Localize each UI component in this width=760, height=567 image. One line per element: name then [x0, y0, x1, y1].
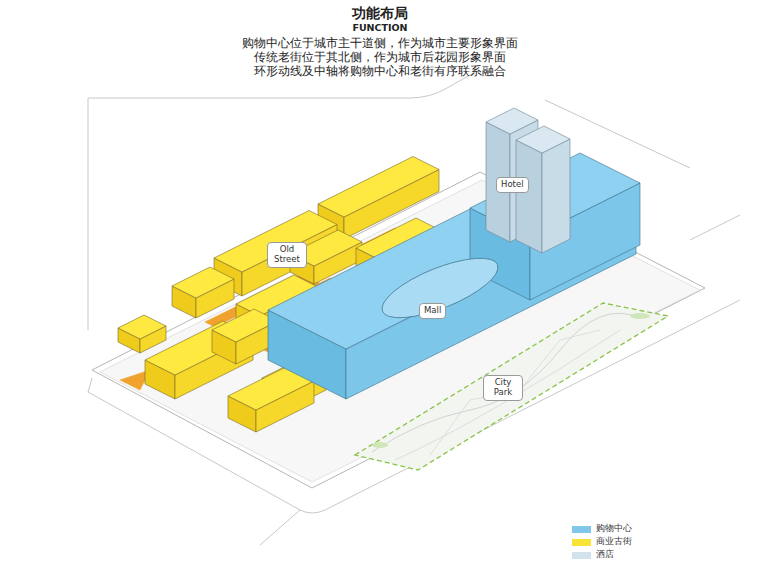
city-park [355, 303, 668, 470]
legend-text: 购物中心 [596, 523, 632, 535]
legend-row: 酒店 [572, 549, 614, 561]
description-line: 传统老街位于其北侧，作为城市后花园形象界面 [254, 50, 506, 65]
label-tag: City Park [483, 375, 523, 401]
tag-text: Hotel [501, 180, 524, 190]
tag-text: City Park [488, 378, 518, 398]
site-ground [100, 180, 700, 482]
building-blocks [118, 108, 640, 432]
legend-row: 商业古街 [572, 536, 632, 548]
description-line: 环形动线及中轴将购物中心和老街有序联系融合 [254, 64, 506, 79]
building-roof [516, 126, 570, 153]
tag-text: Mall [424, 306, 441, 316]
label-tag: Hotel [496, 177, 529, 193]
building-roof [486, 108, 538, 134]
legend-text: 酒店 [596, 549, 614, 561]
legend-row: 购物中心 [572, 523, 632, 535]
subtitle: FUNCTION [352, 22, 407, 33]
building-roof [118, 315, 166, 339]
legend-swatch [572, 526, 591, 533]
title: 功能布局 [352, 5, 408, 23]
legend-text: 商业古街 [596, 536, 632, 548]
description-line: 购物中心位于城市主干道侧，作为城市主要形象界面 [242, 36, 518, 51]
building-roof [318, 157, 439, 218]
roof-ring [375, 246, 505, 330]
road-lines [88, 75, 740, 545]
site-plate [92, 172, 705, 488]
legend-swatch [572, 552, 591, 559]
legend-swatch [572, 539, 591, 546]
label-tag: Old Street [267, 242, 307, 268]
label-tag: Mall [419, 303, 446, 319]
building-roof [172, 267, 234, 298]
building-front [542, 139, 570, 253]
tag-text: Old Street [272, 245, 302, 265]
building-side [516, 140, 542, 253]
